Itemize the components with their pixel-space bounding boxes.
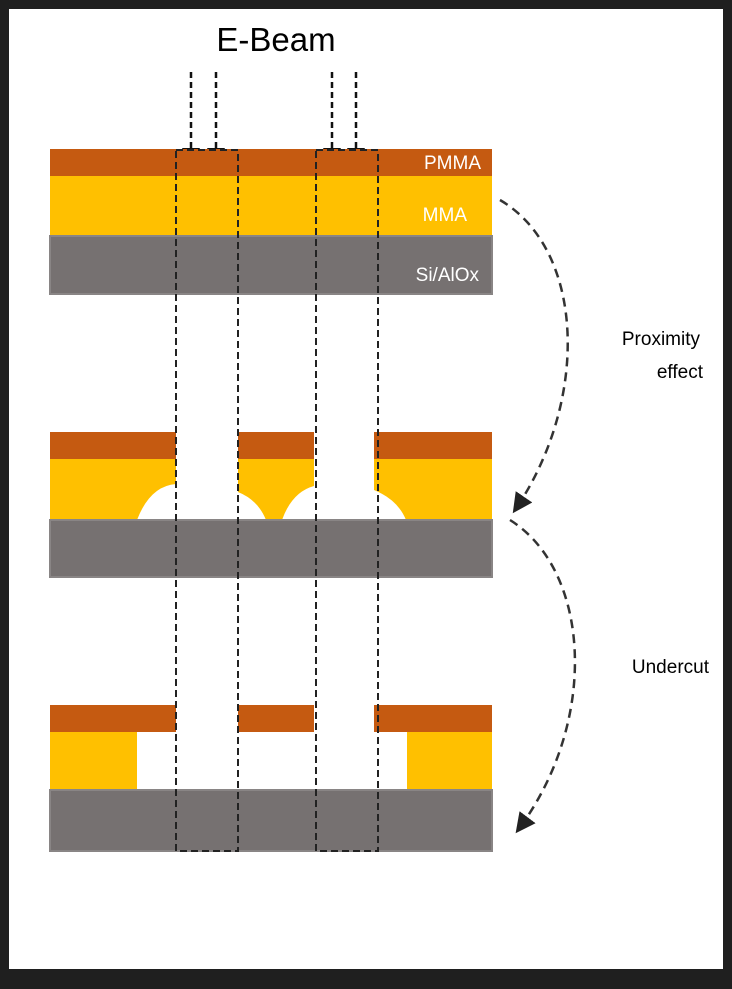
mma-label: MMA <box>423 205 468 226</box>
substrate-layer-1 <box>49 235 493 295</box>
substrate-layer-3 <box>49 789 493 852</box>
mma-layer-1 <box>50 176 492 236</box>
proximity-cavity-4 <box>374 490 406 520</box>
exposure-column-left <box>175 149 239 852</box>
stack-proximity <box>49 432 493 578</box>
stack-undercut <box>49 705 493 852</box>
proximity-cavity-3 <box>282 486 314 520</box>
pmma-block-3b <box>238 705 314 732</box>
proximity-arrow <box>499 198 569 514</box>
stack-initial: PMMA MMA Si/AlOx <box>49 149 493 295</box>
pmma-block-2c <box>374 432 492 459</box>
mma-block-3c <box>407 732 492 790</box>
substrate-label: Si/AlOx <box>416 265 480 286</box>
proximity-label-line2: effect <box>657 362 704 383</box>
ebeam-arrows <box>189 72 358 162</box>
pmma-block-2a <box>50 432 176 459</box>
proximity-cavity-1 <box>137 484 176 520</box>
substrate-layer-2 <box>49 519 493 578</box>
pmma-label: PMMA <box>424 153 481 174</box>
proximity-label-line1: Proximity <box>622 329 701 350</box>
pmma-block-3c <box>374 705 492 732</box>
diagram-title: E-Beam <box>216 21 335 58</box>
pmma-layer-1 <box>50 149 492 176</box>
undercut-label: Undercut <box>632 657 710 678</box>
pmma-block-3a <box>50 705 176 732</box>
proximity-cavity-2 <box>238 492 266 520</box>
pmma-block-2b <box>238 432 314 459</box>
undercut-arrow <box>509 518 577 834</box>
mma-block-3a <box>50 732 137 790</box>
exposure-columns <box>175 149 379 852</box>
process-arrows <box>499 198 577 834</box>
exposure-column-right <box>315 149 379 852</box>
